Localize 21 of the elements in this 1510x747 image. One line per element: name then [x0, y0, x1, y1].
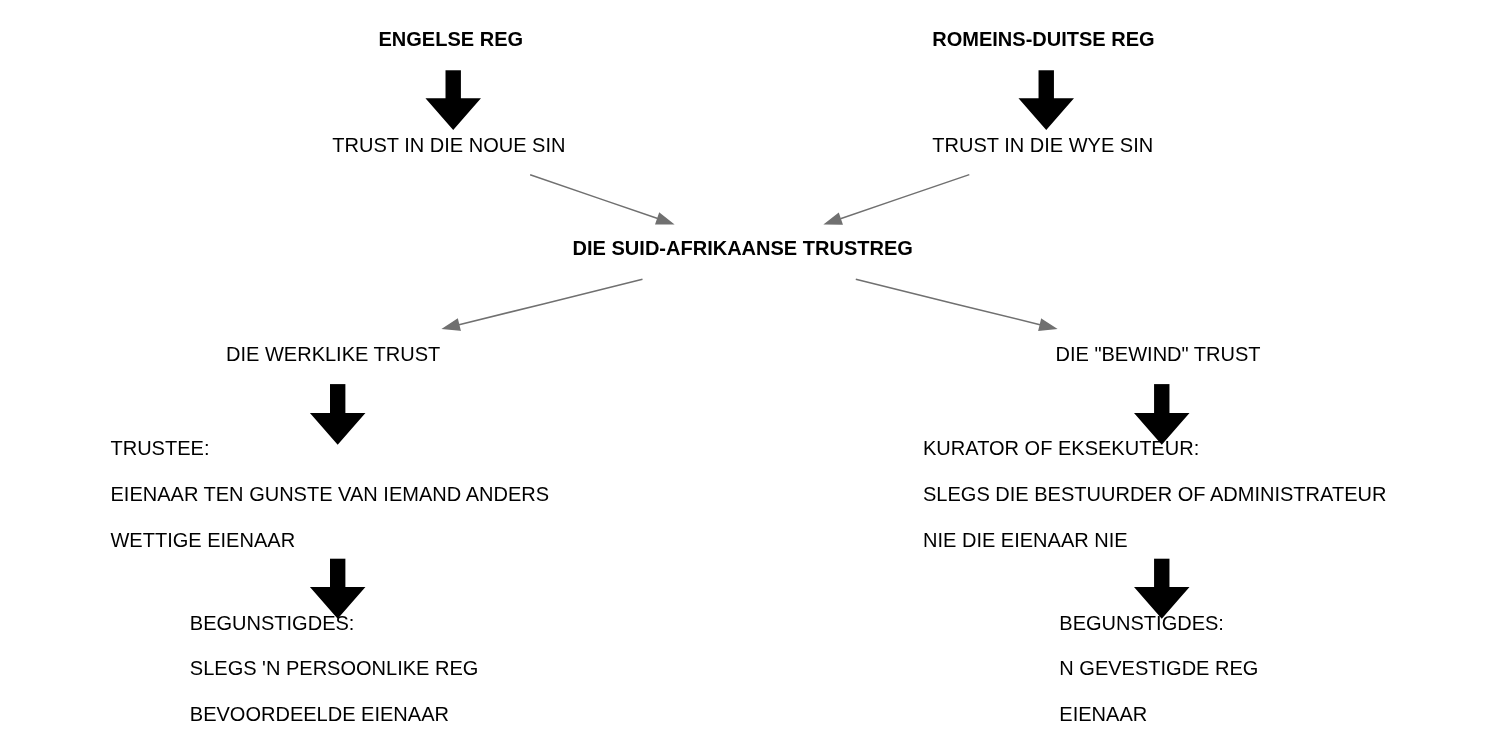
- node-text: DIE "BEWIND" TRUST: [1054, 343, 1261, 366]
- arrow: [822, 173, 970, 225]
- arrow: [309, 384, 365, 445]
- node-text: BEGUNSTIGDES: N GEVESTIGDE REG EIENAAR: [1058, 611, 1258, 725]
- arrow: [309, 558, 365, 619]
- arrow: [854, 278, 1058, 331]
- node-text: TRUST IN DIE NOUE SIN: [331, 134, 565, 156]
- arrow: [1133, 384, 1190, 445]
- node-text: TRUST IN DIE WYE SIN: [931, 134, 1153, 156]
- node-text: DIE SUID-AFRIKAANSE TRUSTREG: [572, 237, 913, 260]
- arrow: [1018, 70, 1074, 131]
- arrow: [424, 70, 481, 131]
- node-text: DIE WERKLIKE TRUST: [225, 343, 440, 366]
- node-text: ROMEINS-DUITSE REG: [931, 27, 1155, 50]
- node-text: BEGUNSTIGDES: SLEGS 'N PERSOONLIKE REG BEVOORDEELDE EIENAAR: [189, 611, 478, 725]
- node-text: ENGELSE REG: [378, 27, 523, 50]
- arrow: [528, 174, 675, 225]
- node-text: KURATOR OF EKSEKUTEUR: SLEGS DIE BESTUURDER OF ADMINISTRATEUR NIE DIE EIENAAR NIE: [922, 437, 1386, 551]
- node-text: TRUSTEE: EIENAAR TEN GUNSTE VAN IEMAND ANDERS WETTIGE EIENAAR: [109, 437, 549, 551]
- arrow: [440, 278, 643, 331]
- arrow: [1133, 558, 1190, 619]
